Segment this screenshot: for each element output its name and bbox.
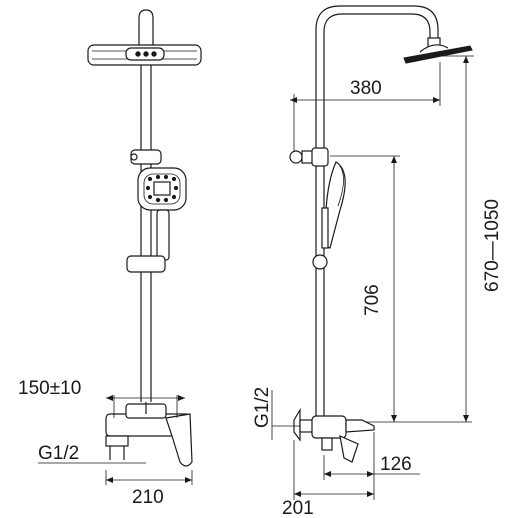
dim-arm-length: 380 <box>350 78 382 99</box>
dim-mixer-width: 210 <box>132 487 164 508</box>
rain-shower-head-side <box>403 37 473 64</box>
hand-shower-side <box>321 161 346 249</box>
dim-thread-front: G1/2 <box>38 443 79 464</box>
side-view: 380 706 670—1050 <box>252 5 503 518</box>
hand-shower-front <box>137 167 187 261</box>
rain-shower-head-front <box>87 44 202 66</box>
dim-inlet-spacing: 150±10 <box>18 378 81 399</box>
dim-thread-side: G1/2 <box>252 387 273 428</box>
dim-height-range: 670—1050 <box>482 199 503 292</box>
dim-mixer-depth: 201 <box>282 498 314 518</box>
dim-spout-length: 126 <box>380 454 412 475</box>
dim-slider-height: 706 <box>362 284 383 316</box>
slider-holder-front <box>126 255 166 273</box>
wall-bracket-side <box>289 147 329 167</box>
mixer-front <box>105 402 193 467</box>
slider-holder-side <box>312 254 328 270</box>
front-top-pipe <box>138 9 154 46</box>
front-view: 150±10 G1/2 210 <box>18 9 202 508</box>
mixer-side <box>293 407 375 463</box>
